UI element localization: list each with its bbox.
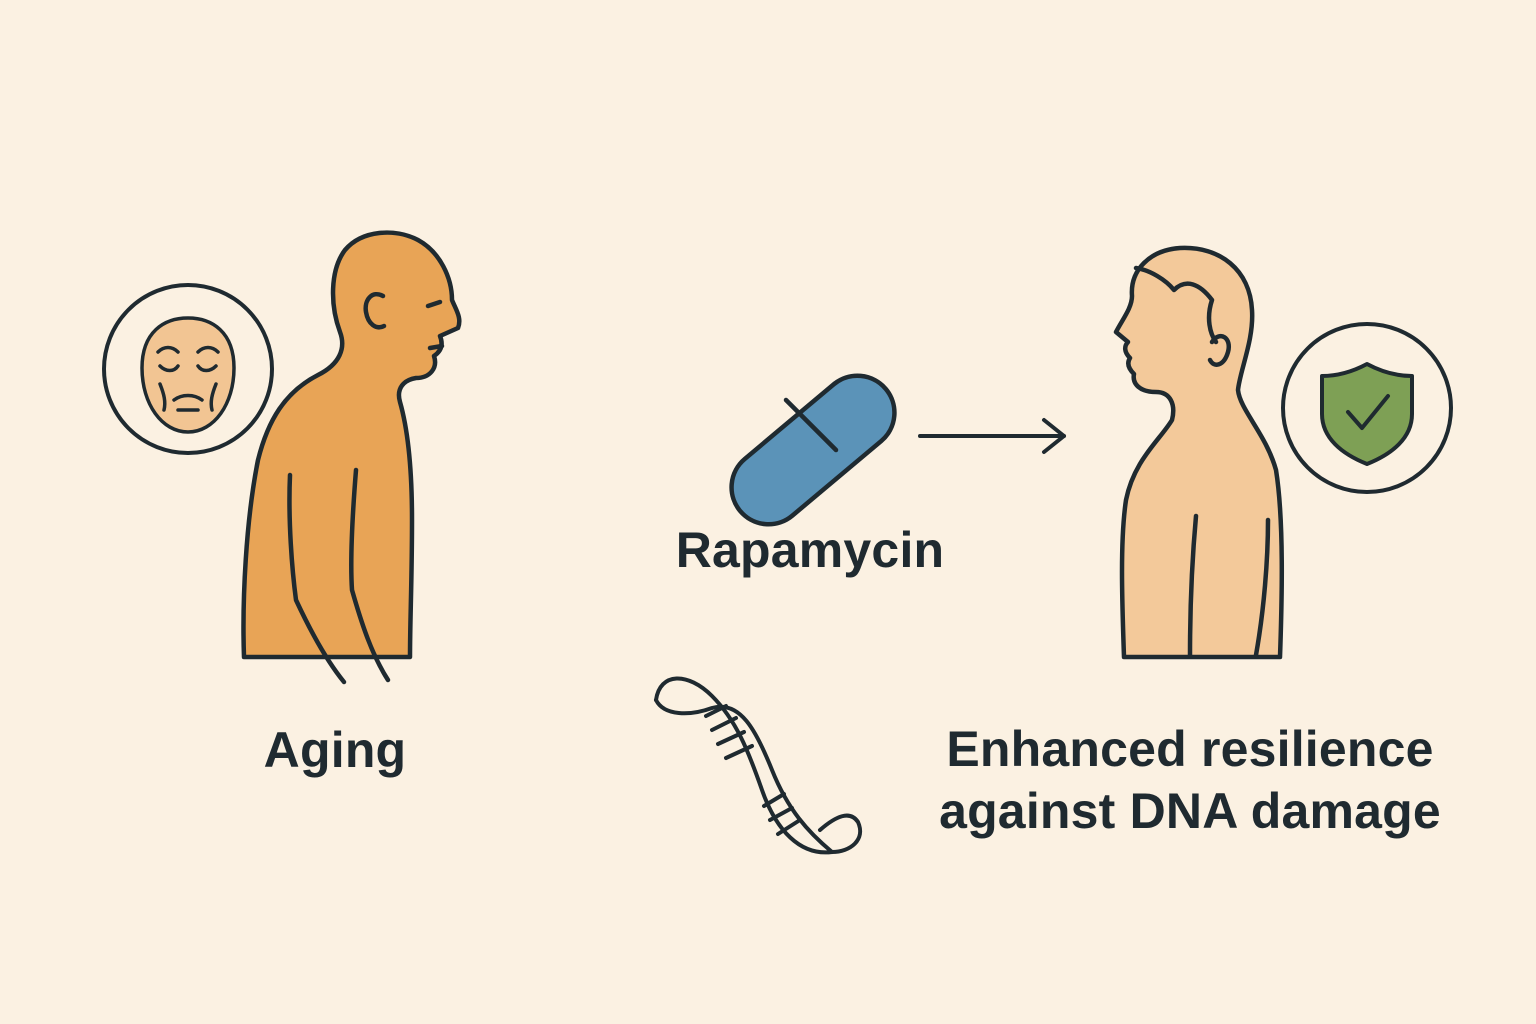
shield-check-icon (1320, 362, 1414, 466)
older-person-eye (425, 299, 443, 309)
younger-person-shoulder-line (1187, 513, 1199, 658)
protection-badge (1281, 322, 1453, 494)
wrinkled-face-icon (140, 316, 236, 434)
younger-person-hair (1133, 265, 1219, 345)
younger-person-silhouette (1113, 245, 1285, 660)
rapamycin-label: Rapamycin (675, 522, 945, 578)
outcome-label: Enhanced resilience against DNA damage (880, 718, 1500, 842)
capsule-pill-icon (729, 373, 897, 527)
dna-helix-icon (654, 676, 862, 855)
older-person-arm-line (348, 467, 391, 683)
older-person-mouth (427, 343, 445, 351)
younger-person-ear (1207, 333, 1232, 367)
outcome-label-line-2: against DNA damage (939, 783, 1441, 839)
older-person-figure (241, 230, 462, 685)
outcome-label-line-1: Enhanced resilience (946, 721, 1434, 777)
right-arrow-icon (918, 418, 1066, 454)
younger-person-arm-line (1253, 517, 1271, 658)
older-person-silhouette (241, 230, 462, 660)
aging-face-badge (102, 283, 274, 455)
younger-person-figure (1113, 245, 1285, 660)
older-person-back-line (287, 472, 347, 685)
aging-label: Aging (263, 722, 407, 778)
older-person-ear (363, 292, 387, 330)
